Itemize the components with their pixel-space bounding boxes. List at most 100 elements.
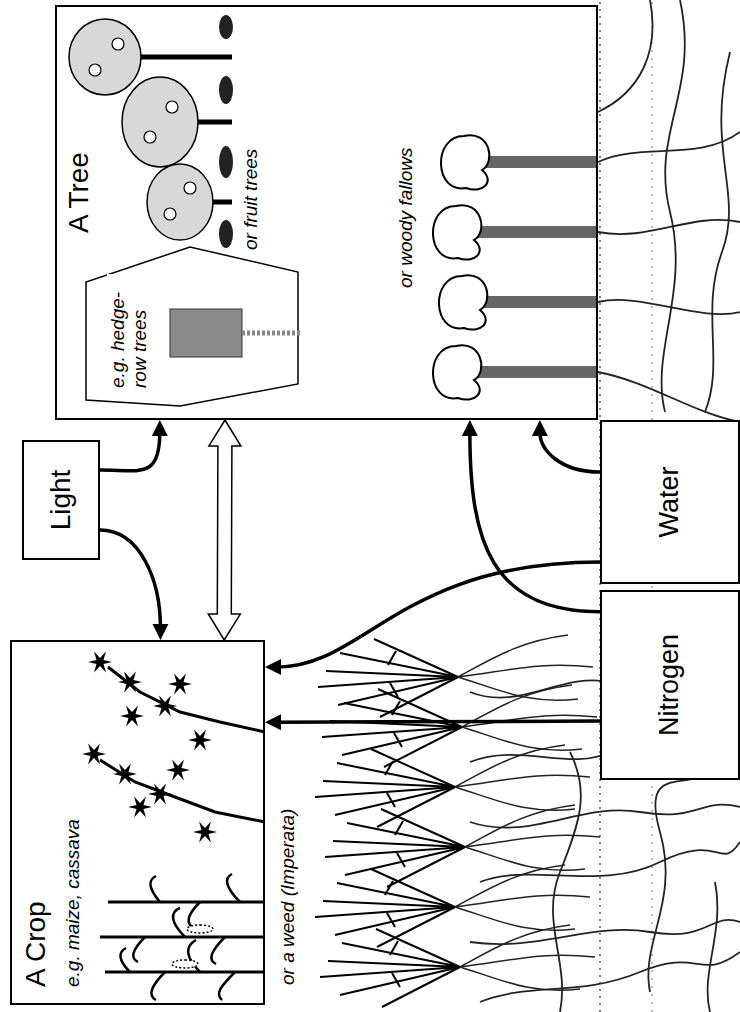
weed-tuft	[318, 635, 593, 717]
fallow-crown	[439, 275, 487, 329]
weed-tuft	[315, 745, 590, 827]
node-title: Water	[654, 467, 685, 538]
maize-cob	[172, 960, 198, 968]
cassava-leaf	[188, 730, 212, 751]
fruit	[144, 131, 156, 143]
node-title: Nitrogen	[654, 634, 685, 736]
node-title: Light	[45, 470, 77, 531]
cassava-leaf	[118, 672, 142, 693]
fruit	[89, 64, 101, 76]
hollow-double-arrow	[208, 420, 241, 640]
arrow-head	[532, 420, 548, 436]
root	[470, 680, 610, 697]
tree-roots	[598, 0, 740, 422]
cassava-stem	[100, 667, 265, 822]
root	[648, 772, 700, 992]
arrow-head	[462, 420, 478, 436]
fruit-tree-crown	[147, 164, 213, 240]
fallow-crown	[441, 135, 489, 189]
hedge-outline	[86, 247, 298, 406]
fruit-tree-crown	[69, 19, 141, 95]
hedge-stem	[242, 331, 300, 336]
weed-tuft	[325, 805, 600, 887]
interaction-arrow	[208, 420, 241, 640]
fruit-tree-crown	[122, 77, 198, 167]
fallow-crown	[433, 345, 481, 399]
fallow-stem	[470, 366, 598, 378]
light-box: Light	[22, 440, 100, 560]
resource-arrow	[532, 420, 600, 472]
weed-tuft	[315, 865, 590, 947]
water-box: Water	[600, 420, 740, 584]
cassava-leaf	[193, 822, 217, 843]
shrub	[219, 15, 233, 39]
fruit	[184, 182, 196, 194]
shrub	[219, 76, 233, 104]
root	[598, 300, 740, 314]
resource-arrow	[462, 420, 600, 612]
arrow-line	[470, 432, 600, 612]
weed-tuft	[322, 685, 597, 767]
arrow-line	[540, 432, 600, 472]
arrow-line	[277, 721, 600, 722]
cassava-leaf	[148, 784, 172, 805]
woody-fallows	[433, 135, 598, 399]
root	[553, 752, 581, 1012]
tree-frame: A Treee.g. hedge- row treesor fruit tree…	[55, 5, 598, 420]
cassava-leaf	[168, 674, 192, 695]
node-note: e.g. maize, cassava	[62, 817, 84, 989]
root	[470, 752, 610, 762]
fallow-stem	[476, 296, 598, 308]
resource-arrow	[265, 562, 600, 675]
hedge-crown	[170, 309, 242, 357]
root	[480, 952, 740, 1002]
hedgerow-tree	[86, 247, 300, 406]
fruit	[166, 101, 178, 113]
node-title: A Crop	[20, 899, 52, 989]
root	[598, 372, 740, 422]
arrow-head	[152, 420, 168, 436]
cassava-leaf	[120, 706, 144, 727]
shrub	[219, 220, 233, 248]
node-title: A Tree	[63, 150, 95, 235]
root	[598, 220, 740, 234]
root	[470, 805, 740, 828]
shrubs	[219, 15, 233, 248]
fallow-stem	[470, 226, 598, 238]
fallow-crown	[433, 205, 481, 259]
root	[598, 0, 653, 112]
cassava-leaf	[88, 652, 112, 673]
weed-tuft	[320, 925, 595, 1007]
crop-frame: A Crope.g. maize, cassavaor a weed (Impe…	[10, 640, 265, 1005]
node-note: or woody fallows	[395, 146, 417, 290]
cassava-leaf	[82, 744, 106, 765]
arrow-line	[100, 432, 160, 471]
fruit	[164, 208, 176, 220]
resource-arrow	[100, 420, 168, 471]
maize-leaf	[120, 874, 240, 1000]
cassava-plants	[82, 652, 265, 843]
cassava-leaf	[128, 797, 152, 818]
trunk	[195, 120, 232, 125]
fruits	[89, 38, 196, 220]
arrow-head	[152, 624, 168, 640]
root	[662, 0, 685, 412]
nitrogen-box: Nitrogen	[600, 590, 740, 780]
cassava-leaf	[153, 696, 177, 717]
cassava-leaf	[166, 760, 190, 781]
arrow-line	[277, 562, 600, 667]
fruit	[112, 38, 124, 50]
resource-arrow	[100, 530, 168, 640]
maize-plants	[100, 874, 265, 1000]
maize-stalk	[100, 902, 265, 972]
node-note: or fruit trees	[240, 147, 262, 252]
shrub	[219, 146, 233, 178]
arrow-line	[100, 530, 160, 628]
root	[705, 52, 730, 412]
arrow-head	[265, 714, 281, 730]
fallow-stem	[478, 156, 598, 168]
trunk	[138, 55, 232, 60]
weeds	[315, 635, 600, 1007]
resource-arrow	[265, 714, 600, 730]
